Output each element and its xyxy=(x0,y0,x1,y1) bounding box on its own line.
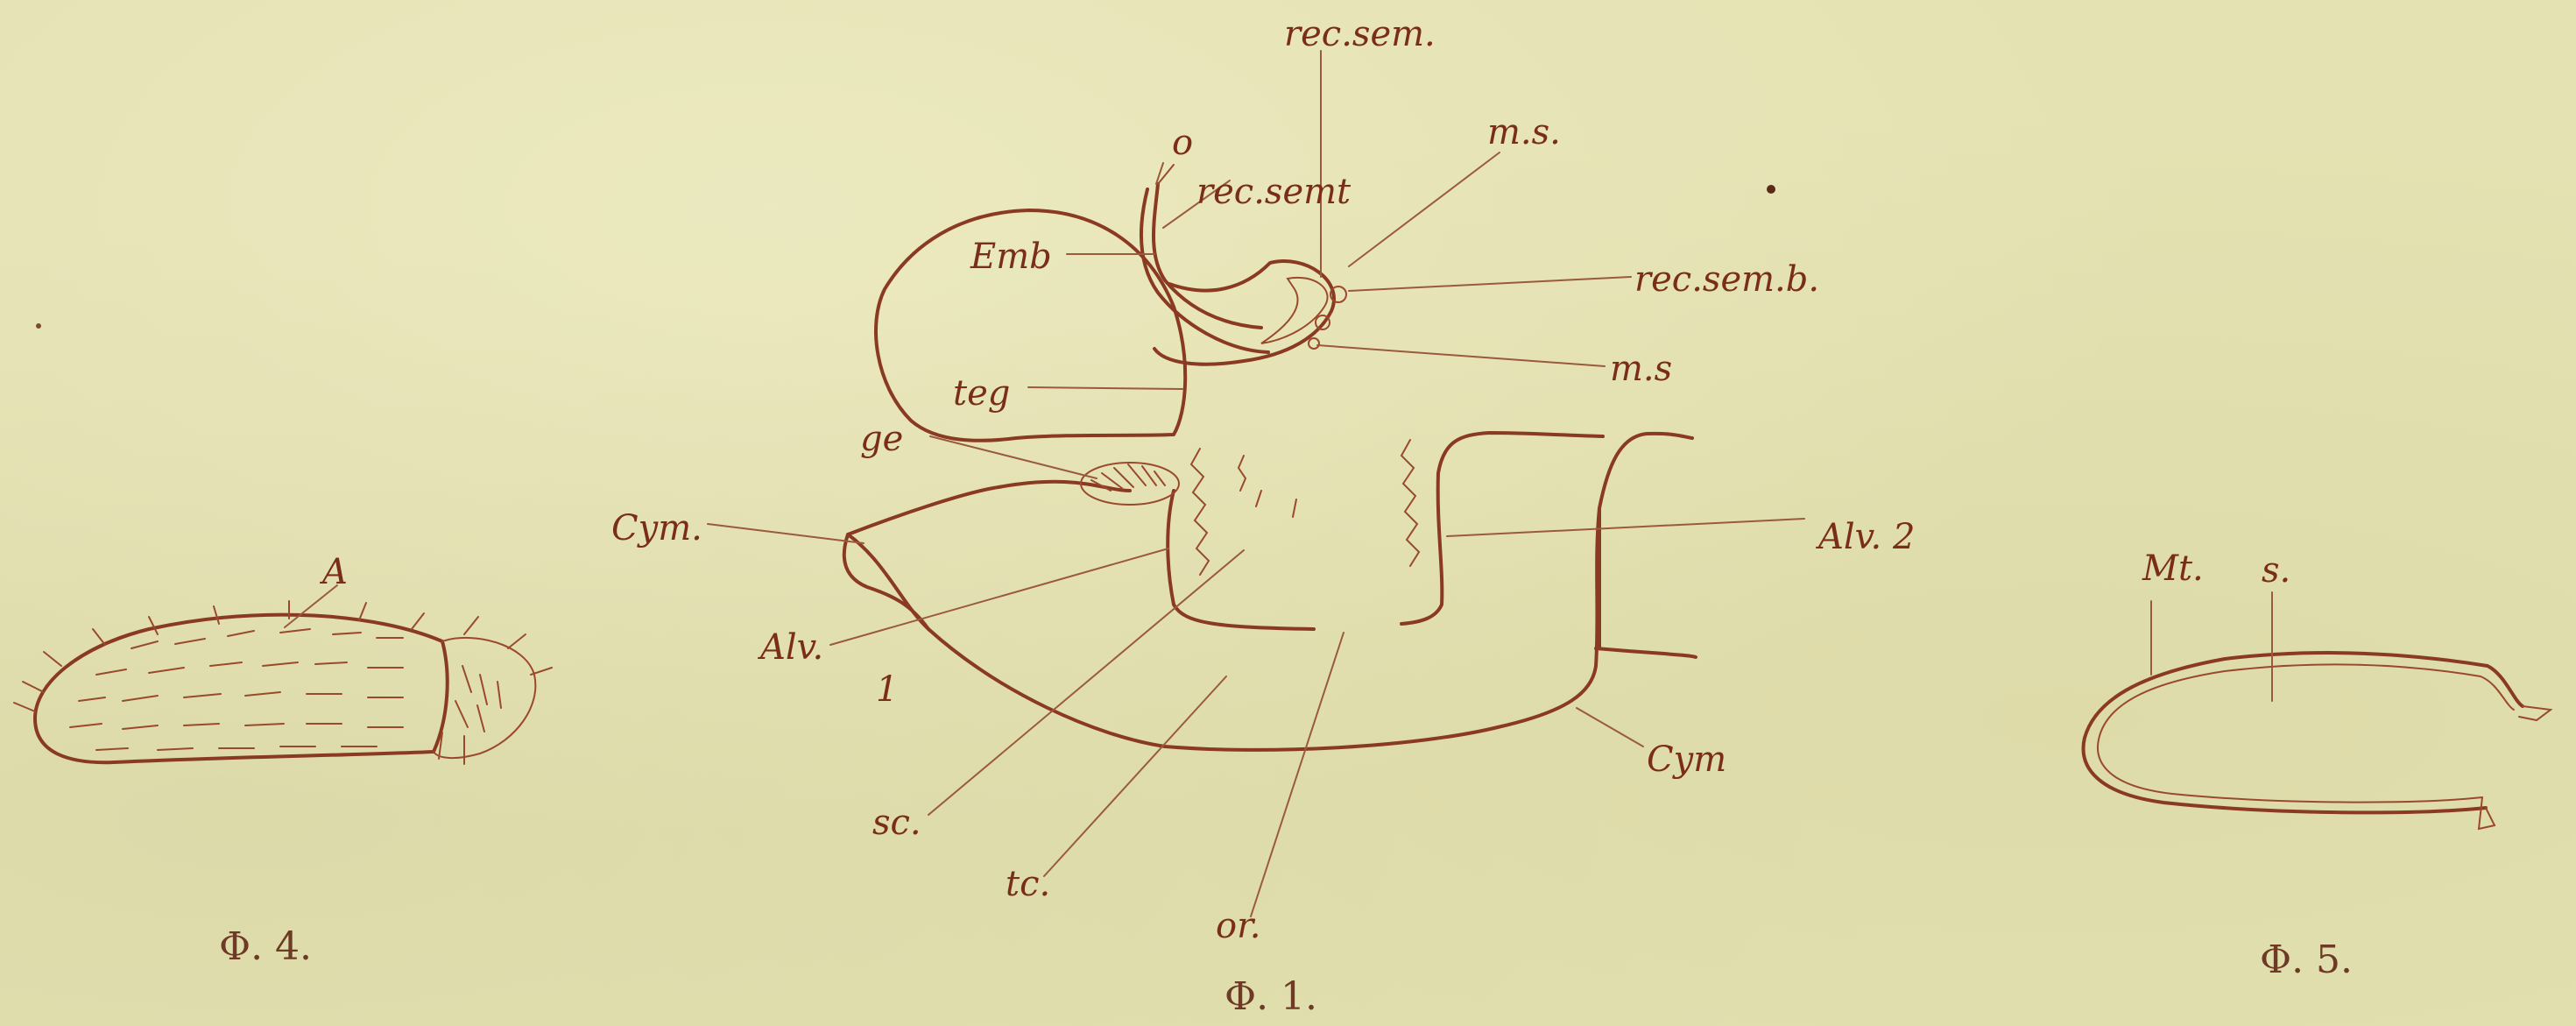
fig1-leader-ms-top xyxy=(1349,152,1500,266)
fig1-leader-tc xyxy=(1044,676,1226,876)
fig1-label-or: or. xyxy=(1216,906,1261,946)
fig4-caption: Φ. 4. xyxy=(219,924,312,969)
figure-4: A Φ. 4. xyxy=(14,552,552,969)
fig1-label-rec-sem: rec.sem. xyxy=(1284,14,1436,54)
fig1-label-ge: ge xyxy=(860,419,903,459)
fig1-label-alv1: Alv. xyxy=(757,627,823,668)
fig4-tip-outline xyxy=(434,638,535,758)
fig1-alveolus-zigzag-inner xyxy=(1239,456,1296,517)
fig1-label-rec-semt: rec.semt xyxy=(1196,172,1352,212)
fig1-label-sc: sc. xyxy=(872,803,921,843)
figure-1: rec.sem. o rec.semt m.s. Emb rec.sem.b. … xyxy=(611,14,1915,1019)
fig1-caption: Φ. 1. xyxy=(1224,974,1317,1019)
fig1-leader-cym-left xyxy=(708,524,864,543)
fig1-leader-rec-sem-b xyxy=(1349,277,1631,291)
fig1-label-cym-left: Cym. xyxy=(611,508,702,548)
fig1-leader-or xyxy=(1251,633,1344,916)
fig5-end-lower xyxy=(2479,797,2495,829)
fig1-cymbium-outline xyxy=(848,482,1599,750)
figure-5: Mt. s. Φ. 5. xyxy=(2084,548,2551,982)
ink-dot-small xyxy=(36,323,41,329)
fig5-caption: Φ. 5. xyxy=(2260,938,2353,982)
fig1-alveolus-zigzag-left xyxy=(1191,449,1209,575)
fig1-label-rec-sem-b: rec.sem.b. xyxy=(1634,259,1819,300)
fig1-receptacle-dot-3 xyxy=(1309,338,1319,349)
fig5-outline-outer xyxy=(2084,653,2523,812)
fig1-label-o: o xyxy=(1172,123,1193,163)
fig1-label-ms-top: m.s. xyxy=(1487,112,1561,152)
fig1-leader-alv1 xyxy=(830,548,1168,645)
fig1-label-cym-right: Cym xyxy=(1647,739,1726,780)
fig4-setae xyxy=(14,601,552,764)
fig1-label-ms-low: m.s xyxy=(1610,349,1672,389)
fig4-body-outline xyxy=(35,615,448,763)
fig1-label-alv2: Alv. 2 xyxy=(1815,517,1915,557)
fig1-leader-ge xyxy=(930,436,1097,478)
fig1-ge-hatching xyxy=(1091,464,1165,491)
fig1-label-alv1-num: 1 xyxy=(876,669,898,710)
fig1-leader-cym-right xyxy=(1577,708,1643,747)
fig5-outline-inner xyxy=(2098,664,2514,802)
fig1-leader-alv2 xyxy=(1447,519,1804,536)
fig5-end-right xyxy=(2519,706,2551,720)
fig1-alveolus-zigzag-right xyxy=(1401,440,1419,566)
fig1-cymbium-base-low xyxy=(1596,648,1696,657)
fig1-spiral-inner xyxy=(1261,278,1328,343)
fig1-cymbium-base xyxy=(1599,434,1692,508)
fig5-label-mt: Mt. xyxy=(2142,548,2204,589)
fig5-label-s: s. xyxy=(2262,550,2290,591)
fig4-label-a: A xyxy=(319,552,348,592)
fig1-leader-sc xyxy=(928,550,1244,815)
fig1-leader-teg xyxy=(1028,387,1182,389)
ink-dot xyxy=(1767,185,1775,194)
fig1-leader-ms-low xyxy=(1317,345,1605,366)
fig1-cymbium-left-tip xyxy=(844,534,928,629)
fig1-label-emb: Emb xyxy=(970,237,1052,277)
fig1-alveolus-wall-left xyxy=(1168,491,1314,629)
fig1-label-tc: tc. xyxy=(1006,864,1050,904)
fig1-label-teg: teg xyxy=(953,373,1010,414)
fig1-alveolus-wall-right xyxy=(1401,433,1603,624)
